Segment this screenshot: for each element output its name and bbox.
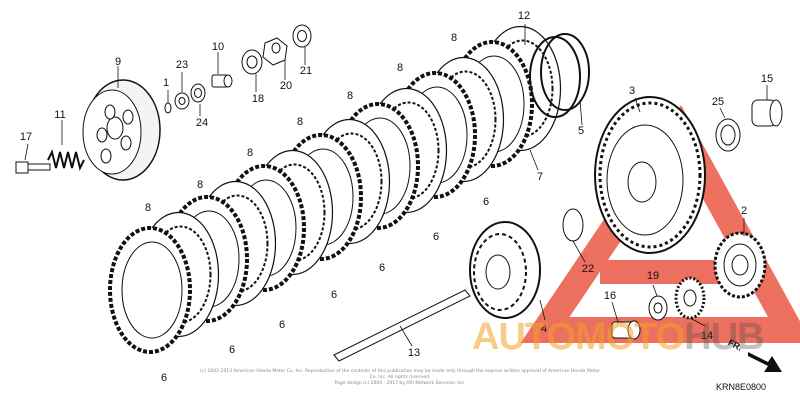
watermark-text-accent: AUTOMOTO <box>472 316 685 358</box>
plate-inner-edge <box>121 241 183 339</box>
clutch-plate-stack <box>108 25 562 354</box>
callout-12: 12 <box>517 10 531 22</box>
gear-part-14 <box>674 276 706 320</box>
watermark-text: AUTOMOTOHUB <box>472 316 765 358</box>
washer-part-19 <box>648 295 668 321</box>
callout-6-d: 6 <box>330 289 338 301</box>
callout-6-c: 6 <box>278 319 286 331</box>
callout-6-e: 6 <box>378 262 386 274</box>
callout-21: 21 <box>299 65 313 77</box>
small-parts-cluster <box>164 24 312 114</box>
callout-17: 17 <box>19 131 33 143</box>
push-rod-part-13 <box>333 289 471 362</box>
leader-lines <box>24 24 768 347</box>
callout-20: 20 <box>279 80 293 92</box>
callout-8-d: 8 <box>296 116 304 128</box>
callout-18: 18 <box>251 93 265 105</box>
callout-19: 19 <box>646 270 660 282</box>
callout-8-a: 8 <box>144 202 152 214</box>
clutch-cover-part-9 <box>82 79 161 181</box>
callout-8-f: 8 <box>396 62 404 74</box>
ring-parts-12-5 <box>529 33 590 118</box>
washer-part-22 <box>562 208 584 242</box>
callout-6-f: 6 <box>432 231 440 243</box>
callout-11: 11 <box>54 109 66 121</box>
clutch-center-part-4 <box>469 221 541 319</box>
callout-6-g: 6 <box>482 196 490 208</box>
callout-13: 13 <box>407 347 421 359</box>
callout-5: 5 <box>577 125 585 137</box>
callout-8-b: 8 <box>196 179 204 191</box>
callout-6-b: 6 <box>228 344 236 356</box>
spring-part-11 <box>47 149 85 171</box>
copyright-line-2: Page design (c) 2004 - 2017 by ARI Netwo… <box>334 381 466 386</box>
callout-9: 9 <box>114 56 122 68</box>
callout-15: 15 <box>760 73 774 85</box>
bolt-part-17 <box>15 161 51 174</box>
callout-16: 16 <box>603 290 617 302</box>
callout-10: 10 <box>211 41 225 53</box>
watermark-text-dark: HUB <box>684 316 764 358</box>
callout-2: 2 <box>740 205 748 217</box>
callout-8-g: 8 <box>450 32 458 44</box>
callout-25: 25 <box>711 96 725 108</box>
callout-6-a: 6 <box>160 372 168 384</box>
callout-4: 4 <box>540 323 548 335</box>
gear-part-2 <box>713 231 767 299</box>
callout-14: 14 <box>700 330 714 342</box>
callout-7: 7 <box>536 171 544 183</box>
callout-23: 23 <box>175 59 189 71</box>
copyright-notice: (c) 2002-2013 American Honda Motor Co. I… <box>200 369 600 387</box>
callout-1: 1 <box>162 77 170 89</box>
clutch-outer-part-3 <box>594 96 706 254</box>
bearing-part-25 <box>715 118 741 152</box>
callout-24: 24 <box>195 117 209 129</box>
callout-22: 22 <box>581 263 595 275</box>
callout-8-e: 8 <box>346 90 354 102</box>
collar-part-15 <box>751 99 783 127</box>
bolt-part-16 <box>611 320 641 340</box>
diagram-code: KRN8E0800 <box>716 382 767 392</box>
front-direction-arrow <box>748 352 782 372</box>
copyright-line-1: (c) 2002-2013 American Honda Motor Co. I… <box>200 369 600 380</box>
callout-3: 3 <box>628 85 636 97</box>
callout-8-c: 8 <box>246 147 254 159</box>
